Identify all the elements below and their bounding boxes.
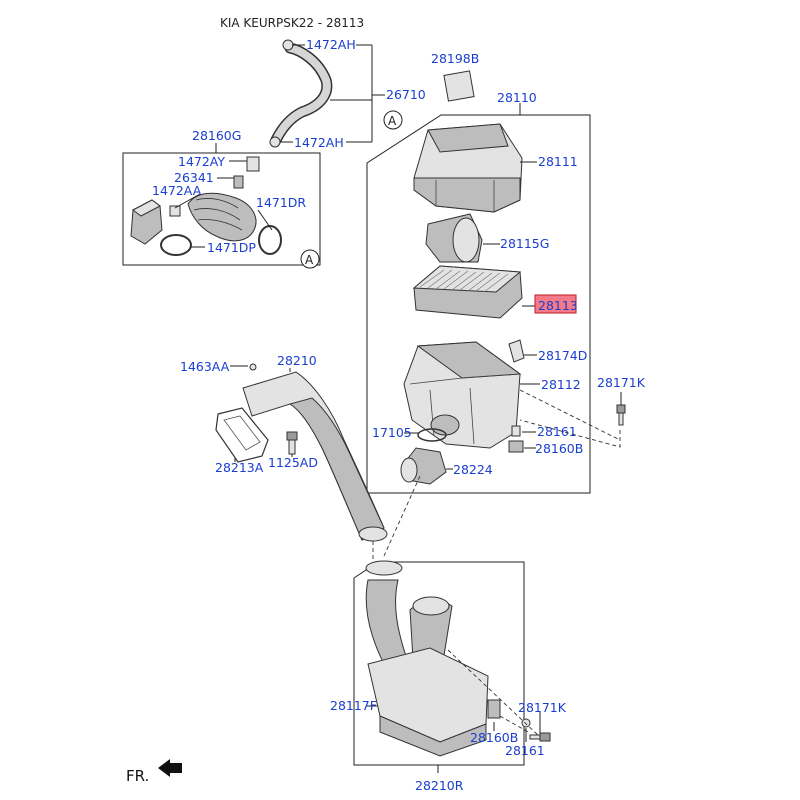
throttle-hose-parts xyxy=(130,156,282,256)
diagram-title: KIA KEURPSK22 - 28113 xyxy=(220,16,364,30)
label-17105[interactable]: 17105 xyxy=(372,425,412,440)
callout-a-left: A xyxy=(300,249,320,269)
label-28161-bottom[interactable]: 28161 xyxy=(505,743,545,758)
part-28160B-right xyxy=(508,440,524,453)
part-28161-right xyxy=(511,425,521,437)
part-28112-lower-case xyxy=(403,341,522,449)
group-box-28110 xyxy=(366,114,591,494)
direction-indicator: FR. xyxy=(126,759,182,785)
part-28115G xyxy=(425,213,483,263)
label-28198B[interactable]: 28198B xyxy=(431,51,479,66)
label-28174D[interactable]: 28174D xyxy=(538,348,587,363)
label-28117F[interactable]: 28117F xyxy=(330,698,377,713)
label-28171K-bottom[interactable]: 28171K xyxy=(518,700,567,715)
label-1471DR[interactable]: 1471DR xyxy=(256,195,306,210)
part-28161-bottom xyxy=(521,718,531,728)
label-28112[interactable]: 28112 xyxy=(541,377,581,392)
label-28171K-right[interactable]: 28171K xyxy=(597,375,646,390)
svg-text:A: A xyxy=(305,253,314,267)
label-28160G[interactable]: 28160G xyxy=(192,128,241,143)
group-box-28160G xyxy=(122,152,321,266)
label-1472AH-mid[interactable]: 1472AH xyxy=(294,135,344,150)
label-28115G[interactable]: 28115G xyxy=(500,236,549,251)
label-1472AH-top[interactable]: 1472AH xyxy=(306,37,356,52)
hose-leaders xyxy=(280,44,385,143)
part-28210-duct xyxy=(242,371,388,542)
part-17105 xyxy=(417,428,447,442)
label-1472AA[interactable]: 1472AA xyxy=(152,183,202,198)
hose-26710 xyxy=(269,39,333,148)
label-26710[interactable]: 26710 xyxy=(386,87,426,102)
highlight-box-28113 xyxy=(534,294,577,314)
part-28171K-right xyxy=(616,404,626,426)
label-28210R[interactable]: 28210R xyxy=(415,778,464,793)
label-28224[interactable]: 28224 xyxy=(453,462,493,477)
part-28224 xyxy=(400,447,447,485)
label-28111[interactable]: 28111 xyxy=(538,154,578,169)
part-1125AD-bolt xyxy=(286,431,298,455)
part-28198B xyxy=(443,70,475,102)
label-28210[interactable]: 28210 xyxy=(277,353,317,368)
part-28117F-resonator xyxy=(365,560,489,757)
part-28213A-bracket xyxy=(215,407,269,463)
label-28213A[interactable]: 28213A xyxy=(215,460,264,475)
part-28113-filter xyxy=(412,265,523,319)
label-28110[interactable]: 28110 xyxy=(497,90,537,105)
label-28160B-right[interactable]: 28160B xyxy=(535,441,583,456)
arrow-left-icon xyxy=(158,759,182,777)
part-28174D xyxy=(508,339,525,363)
label-1472AY[interactable]: 1472AY xyxy=(178,154,225,169)
label-1471DP[interactable]: 1471DP xyxy=(207,240,256,255)
direction-label: FR. xyxy=(126,767,149,785)
label-1463AA[interactable]: 1463AA xyxy=(180,359,230,374)
box-28160G-leaders xyxy=(174,160,273,248)
label-1125AD[interactable]: 1125AD xyxy=(268,455,318,470)
label-26341[interactable]: 26341 xyxy=(174,170,214,185)
part-28160B-bottom xyxy=(487,699,501,719)
label-28161-right[interactable]: 28161 xyxy=(537,424,577,439)
part-28111-cover xyxy=(413,123,523,213)
label-28160B-bottom[interactable]: 28160B xyxy=(470,730,518,745)
callout-a-right: A xyxy=(383,110,403,130)
label-28113[interactable]: 28113 xyxy=(538,298,578,313)
svg-text:A: A xyxy=(388,114,397,128)
